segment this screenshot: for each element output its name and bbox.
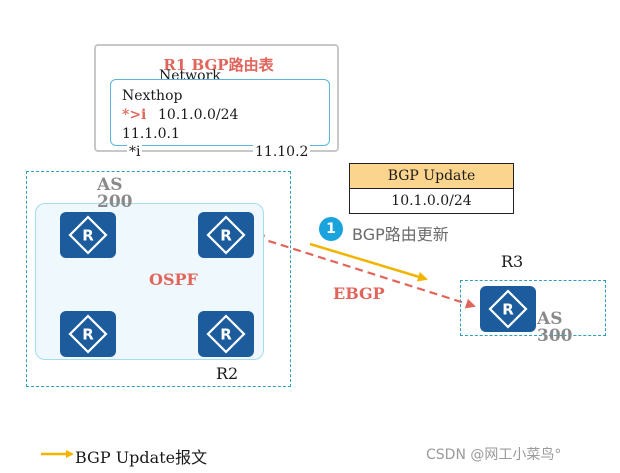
ospf-label: OSPF [149, 270, 198, 289]
svg-text:R: R [82, 326, 94, 344]
row1-network: 10.1.0.0/24 [158, 107, 239, 123]
bgp-update-prefix: 10.1.0.0/24 [391, 193, 472, 209]
watermark: CSDN @网工小菜鸟° [426, 447, 562, 463]
as-200-label: AS 200 [97, 177, 133, 211]
as-300-label-line1: AS [537, 309, 563, 329]
router-bottom-left[interactable]: R [60, 311, 116, 357]
col-nexthop: Nexthop [122, 88, 183, 104]
router-icon: R [68, 215, 108, 255]
svg-text:R: R [220, 326, 232, 344]
routing-table: R1 BGP路由表 Network Nexthop *>i 10.1.0.0/2… [94, 44, 339, 160]
step-badge: 1 [319, 217, 343, 241]
as-300-label: AS 300 [537, 311, 573, 345]
router-top-left[interactable]: R [60, 212, 116, 258]
router-r2-label: R2 [216, 364, 239, 383]
as-200-label-line2: 200 [97, 192, 133, 212]
as-200-area [26, 171, 291, 387]
router-r2[interactable]: R [198, 311, 254, 357]
row2-flag: *i [127, 144, 143, 160]
router-icon: R [206, 314, 246, 354]
svg-text:R: R [82, 227, 94, 245]
as-300-label-line2: 300 [537, 326, 573, 346]
row1-flag: *>i [122, 107, 147, 123]
step-text: BGP路由更新 [352, 225, 449, 244]
as-300-area [460, 280, 606, 336]
row2-nexthop: 11.10.2 [253, 144, 311, 160]
ebgp-label: EBGP [333, 284, 385, 303]
legend-text: BGP Update报文 [75, 448, 208, 467]
router-r3[interactable]: R [480, 286, 536, 332]
bgp-update-header: BGP Update [350, 164, 513, 189]
as-200-label-line1: AS [97, 175, 123, 195]
row1-nexthop: 11.1.0.1 [122, 126, 180, 142]
routing-table-inner: Nexthop *>i 10.1.0.0/24 11.1.0.1 [110, 79, 330, 146]
router-icon: R [206, 215, 246, 255]
update-arrow [309, 242, 428, 282]
routing-table-title: R1 BGP路由表 [163, 56, 274, 74]
router-icon: R [68, 314, 108, 354]
svg-text:R: R [220, 227, 232, 245]
router-icon: R [488, 289, 528, 329]
bgp-update-box: BGP Update 10.1.0.0/24 [349, 163, 514, 214]
router-r3-label: R3 [501, 252, 524, 271]
router-r1[interactable]: R [198, 212, 254, 258]
svg-text:R: R [502, 301, 514, 319]
